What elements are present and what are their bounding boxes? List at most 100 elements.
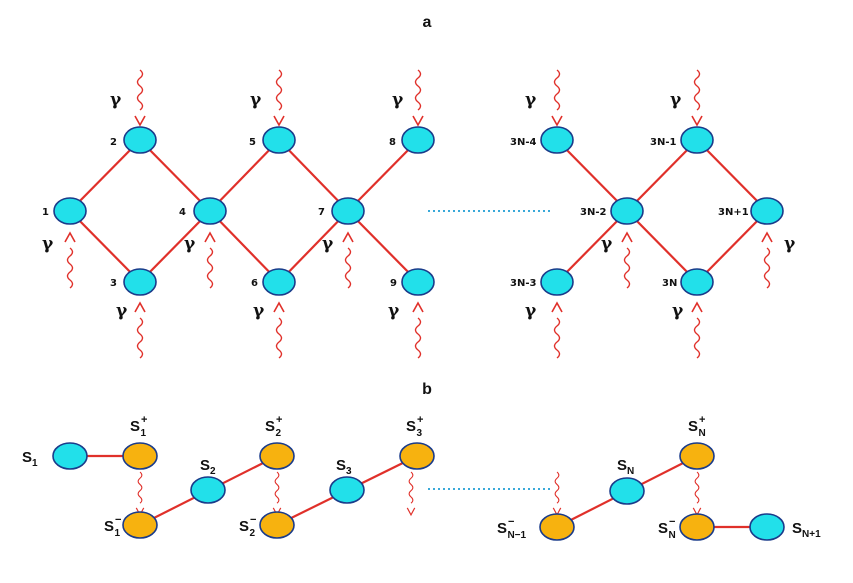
arrow-b-s2 bbox=[272, 471, 282, 517]
label-snm1-minus: S−N−1 bbox=[497, 516, 527, 541]
label-4: 4 bbox=[179, 207, 186, 218]
gamma-8: γ bbox=[392, 90, 404, 110]
node-s3-plus bbox=[399, 442, 435, 470]
label-s2-plus: S+2 bbox=[265, 414, 282, 439]
edge-3n4-3n2 bbox=[556, 139, 628, 212]
arrow-up-4 bbox=[204, 231, 216, 289]
gamma-3n-2: γ bbox=[601, 234, 613, 254]
arrow-up-1 bbox=[64, 231, 76, 289]
node-s1-plus bbox=[122, 442, 158, 470]
label-3n: 3N bbox=[662, 278, 677, 289]
site-6 bbox=[262, 268, 296, 296]
panel-label-b: b bbox=[422, 381, 432, 398]
panel-a-node-labels: 1 2 3 4 5 6 7 8 9 3N-4 3N-1 3N-2 3N+1 3N… bbox=[42, 137, 749, 289]
panel-a-gamma-labels: γ γ γ γ γ γ γ γ γ γ γ γ γ γ γ bbox=[42, 90, 796, 321]
site-3n+1 bbox=[750, 197, 784, 225]
node-sn bbox=[609, 477, 645, 505]
panel-b-nodes bbox=[52, 442, 785, 541]
site-3n bbox=[680, 268, 714, 296]
edge-7-9 bbox=[347, 210, 419, 283]
site-3n-1 bbox=[680, 126, 714, 154]
label-s2: S2 bbox=[200, 457, 216, 477]
label-7: 7 bbox=[318, 207, 325, 218]
label-sn-plus: S+N bbox=[688, 414, 706, 439]
label-3n+1: 3N+1 bbox=[718, 207, 749, 218]
node-s1-minus bbox=[122, 511, 158, 539]
site-5 bbox=[262, 126, 296, 154]
node-s2-minus bbox=[259, 511, 295, 539]
arrow-up-3 bbox=[134, 301, 146, 359]
arrow-b-s1 bbox=[135, 471, 145, 517]
arrow-down-3n4 bbox=[551, 69, 563, 127]
gamma-3: γ bbox=[116, 301, 128, 321]
gamma-7: γ bbox=[322, 234, 334, 254]
edge-3n1-3np1 bbox=[696, 139, 768, 212]
label-s1-minus: S−1 bbox=[104, 514, 121, 539]
label-3n-2: 3N-2 bbox=[580, 207, 606, 218]
site-8 bbox=[401, 126, 435, 154]
panel-b-labels: S1 S+1 S−1 S2 S+2 S−2 S3 S+3 S−N−1 SN S+… bbox=[22, 414, 821, 541]
node-s2 bbox=[190, 476, 226, 504]
edge-5-7 bbox=[278, 139, 349, 212]
panel-a-edges bbox=[69, 139, 768, 283]
label-s2-minus: S−2 bbox=[239, 514, 256, 539]
label-9: 9 bbox=[390, 278, 397, 289]
arrow-down-8 bbox=[412, 69, 424, 127]
site-1 bbox=[53, 197, 87, 225]
edge-3n3-3n2 bbox=[556, 210, 628, 283]
panel-a-nodes bbox=[53, 126, 784, 296]
gamma-3n-4: γ bbox=[525, 90, 537, 110]
label-5: 5 bbox=[249, 137, 256, 148]
site-3n-2 bbox=[610, 197, 644, 225]
panel-label-a: a bbox=[423, 14, 432, 31]
node-sn-minus bbox=[679, 513, 715, 541]
arrow-up-6 bbox=[273, 301, 285, 359]
edge-3n2-3n bbox=[626, 210, 698, 283]
edge-1-2 bbox=[69, 139, 141, 212]
gamma-9: γ bbox=[388, 301, 400, 321]
gamma-6: γ bbox=[253, 301, 265, 321]
node-s3 bbox=[329, 476, 365, 504]
site-2 bbox=[123, 126, 157, 154]
edge-3-4 bbox=[139, 210, 211, 283]
edge-1-3 bbox=[69, 210, 141, 283]
label-sn1: SN+1 bbox=[792, 520, 821, 540]
label-sn: SN bbox=[617, 457, 634, 477]
gamma-5: γ bbox=[250, 90, 262, 110]
label-6: 6 bbox=[251, 278, 258, 289]
arrow-b-sn bbox=[692, 471, 702, 517]
arrow-down-2 bbox=[134, 69, 146, 127]
edge-2-4 bbox=[139, 139, 211, 212]
arrow-up-3n2 bbox=[621, 231, 633, 289]
label-s1-plus: S+1 bbox=[130, 414, 147, 439]
edge-4-6 bbox=[209, 210, 280, 283]
arrow-up-7 bbox=[342, 231, 354, 289]
arrow-b-snm1 bbox=[552, 471, 562, 517]
gamma-2: γ bbox=[110, 90, 122, 110]
gamma-3n-3: γ bbox=[525, 301, 537, 321]
arrow-up-3n3 bbox=[551, 301, 563, 359]
label-3n-3: 3N-3 bbox=[510, 278, 536, 289]
edge-3n-3np1 bbox=[696, 210, 768, 283]
label-2: 2 bbox=[110, 137, 117, 148]
site-4 bbox=[193, 197, 227, 225]
edge-6-7 bbox=[278, 210, 349, 283]
site-9 bbox=[401, 268, 435, 296]
label-3n-1: 3N-1 bbox=[650, 137, 676, 148]
panel-a-decay-arrows bbox=[64, 69, 773, 359]
node-sn-plus bbox=[679, 442, 715, 470]
label-s1: S1 bbox=[22, 449, 38, 469]
gamma-3n+1: γ bbox=[784, 234, 796, 254]
label-sn-minus: S−N bbox=[658, 516, 676, 541]
label-s3: S3 bbox=[336, 457, 352, 477]
site-7 bbox=[331, 197, 365, 225]
node-s2-plus bbox=[259, 442, 295, 470]
site-3n-4 bbox=[540, 126, 574, 154]
edge-4-5 bbox=[209, 139, 280, 212]
label-3: 3 bbox=[110, 278, 117, 289]
node-sn1 bbox=[749, 513, 785, 541]
edge-3n2-3n1 bbox=[626, 139, 698, 212]
node-s1 bbox=[52, 442, 88, 470]
arrow-b-s3 bbox=[406, 471, 416, 517]
